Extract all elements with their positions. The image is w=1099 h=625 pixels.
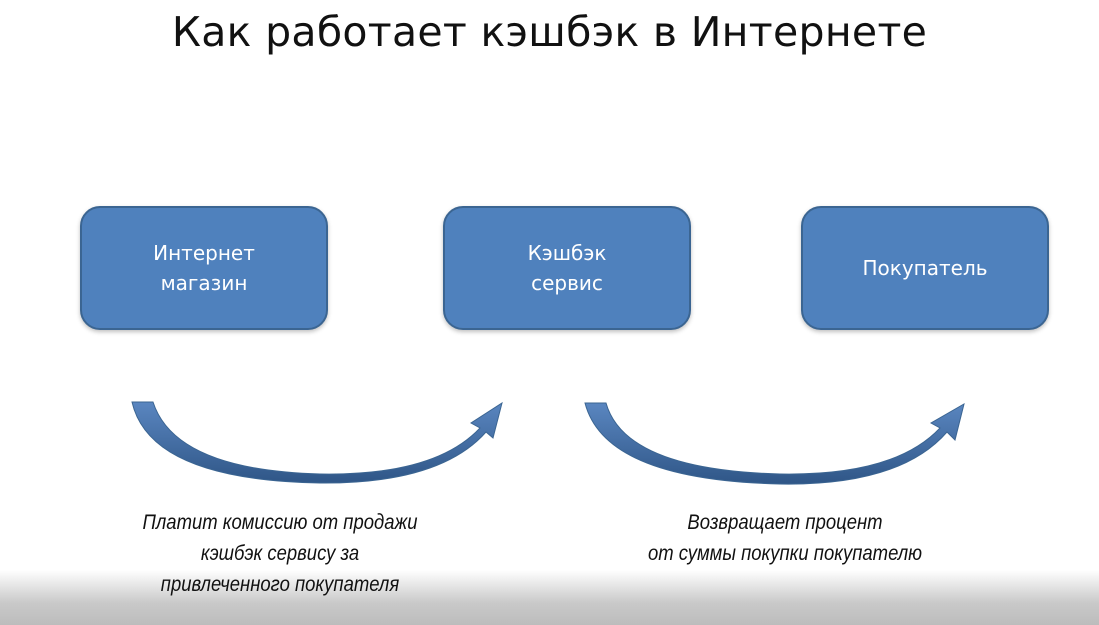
slide-title: Как работает кэшбэк в Интернете (171, 8, 928, 56)
box-label: Интернет магазин (153, 241, 255, 295)
caption-line: привлеченного покупателя (160, 573, 400, 596)
caption-line: кэшбэк сервису за (200, 542, 360, 565)
box-cashback-service: Кэшбэк сервис (443, 206, 691, 330)
caption-line: Платит комиссию от продажи (142, 511, 418, 534)
curved-arrow-icon (584, 402, 965, 485)
curved-arrow-icon (131, 401, 503, 484)
box-buyer: Покупатель (801, 206, 1049, 330)
caption-service-returns: Возвращает процент от суммы покупки поку… (596, 507, 974, 569)
caption-store-pays: Платит комиссию от продажи кэшбэк сервис… (95, 507, 465, 600)
box-label: Кэшбэк сервис (527, 241, 607, 295)
box-label: Покупатель (862, 256, 988, 280)
caption-line: Возвращает процент (687, 511, 883, 534)
box-internet-store: Интернет магазин (80, 206, 328, 330)
bottom-shade (0, 570, 1099, 625)
caption-line: от суммы покупки покупателю (647, 542, 923, 565)
